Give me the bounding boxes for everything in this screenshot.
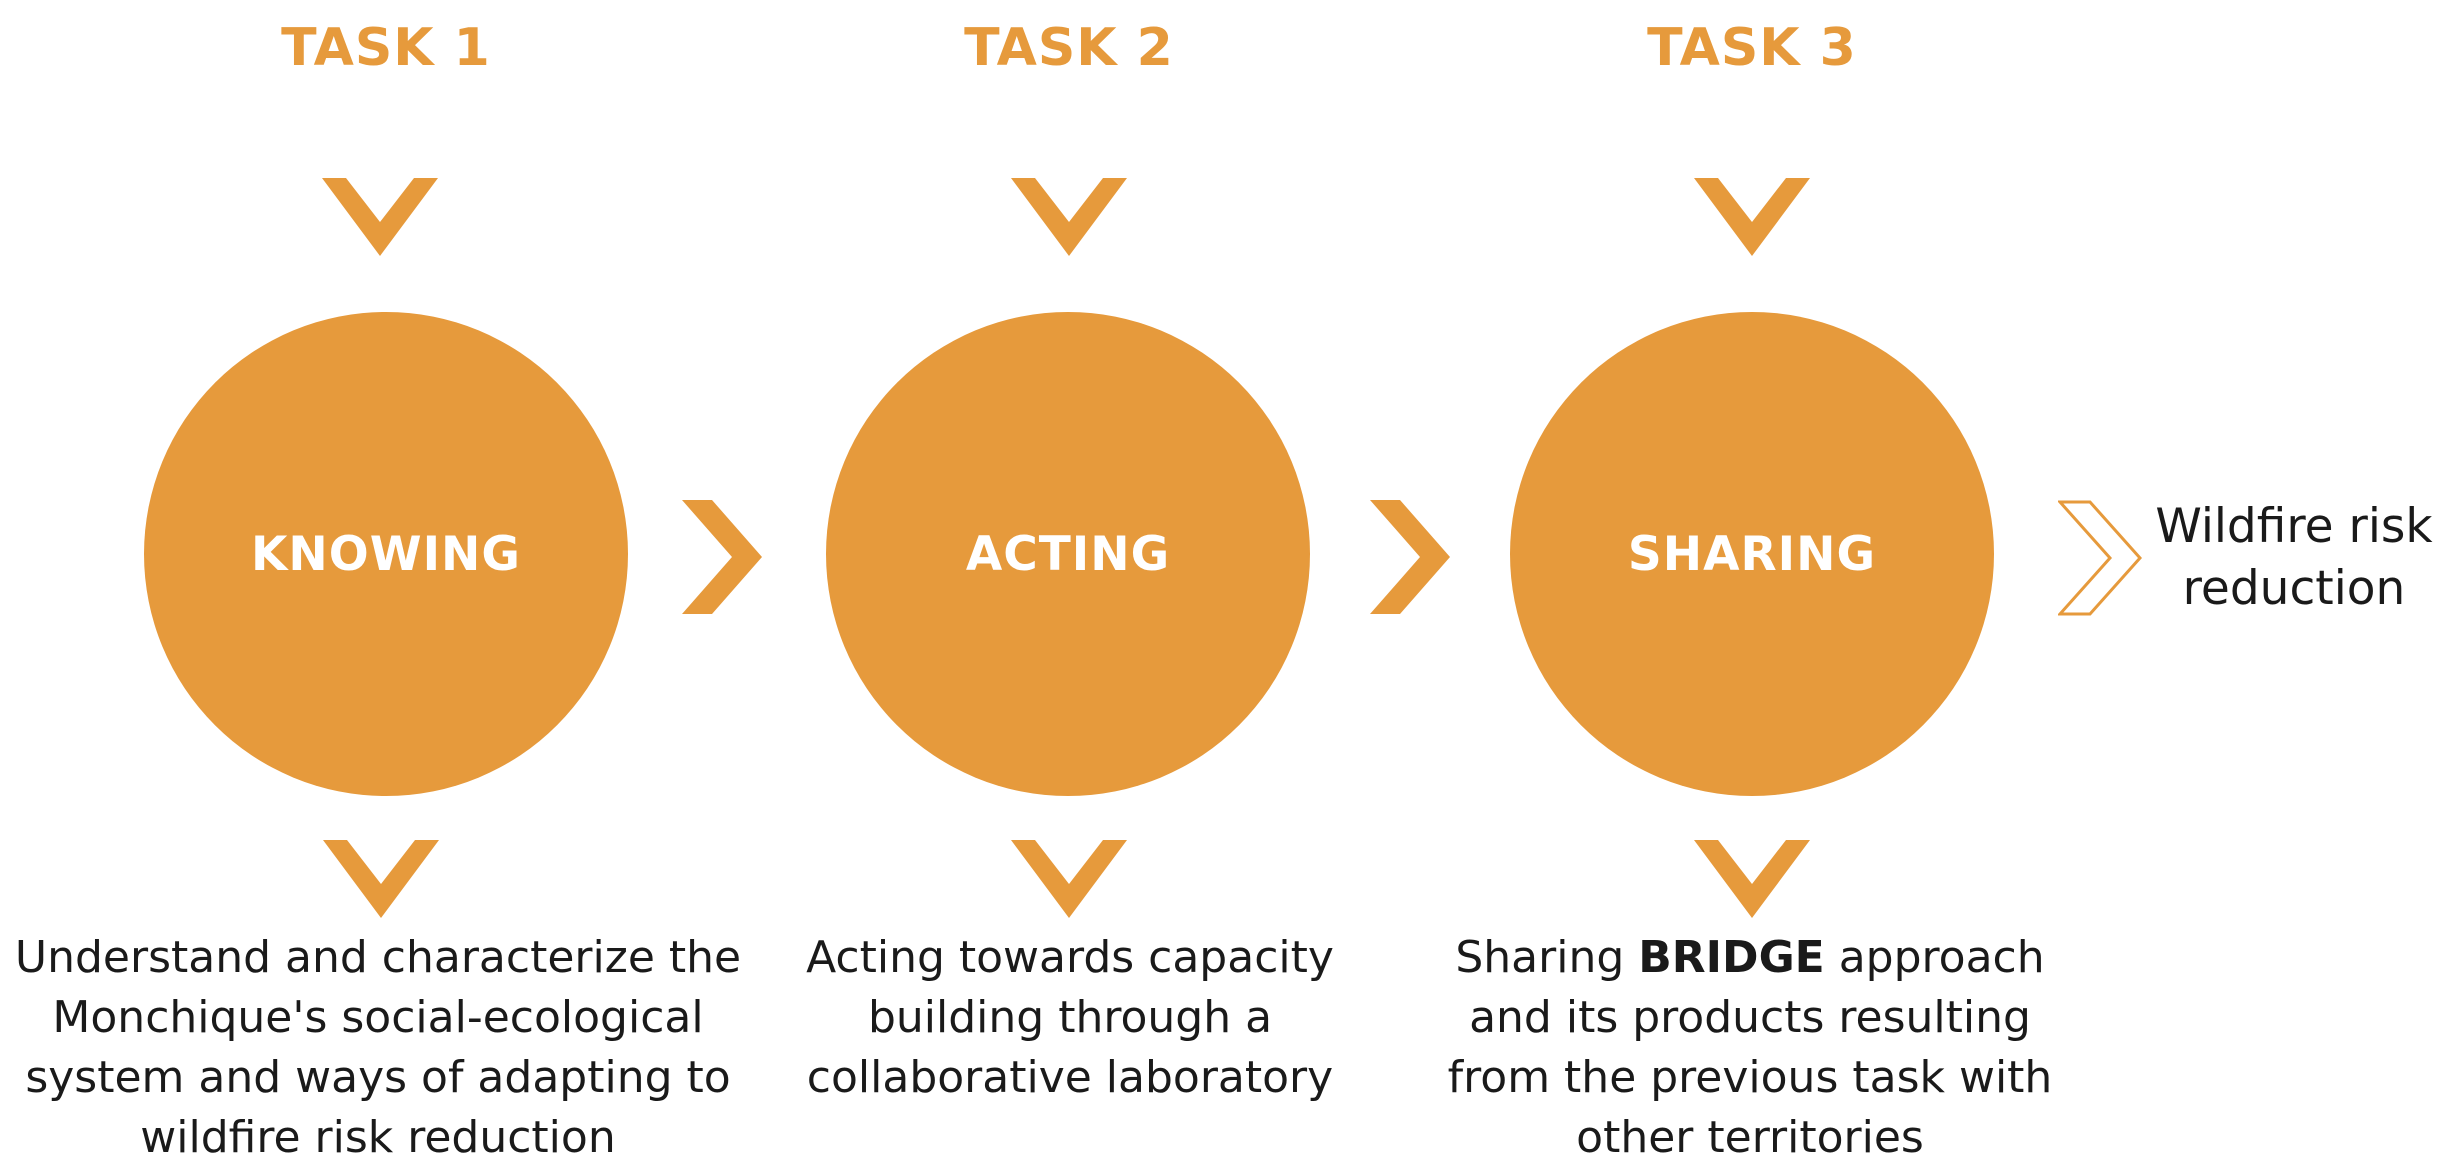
task-2-title: TASK 2	[964, 18, 1174, 78]
task-3-description-suffix: approach and its products resulting from…	[1447, 932, 2053, 1163]
task-1-title: TASK 1	[281, 18, 491, 78]
knowing-circle: KNOWING	[144, 312, 628, 796]
acting-label: ACTING	[965, 526, 1171, 582]
task-3-title: TASK 3	[1647, 18, 1857, 78]
sharing-circle: SHARING	[1510, 312, 1994, 796]
task-3-description: Sharing BRIDGE approach and its products…	[1440, 928, 2060, 1168]
chevron-down-icon	[323, 840, 439, 918]
chevron-down-icon	[1011, 178, 1127, 256]
task-3-description-prefix: Sharing	[1455, 932, 1639, 983]
acting-circle: ACTING	[826, 312, 1310, 796]
chevron-right-icon	[1370, 500, 1450, 614]
task-2-description: Acting towards capacity building through…	[806, 932, 1334, 1103]
chevron-down-icon	[1694, 178, 1810, 256]
outcome-label: Wildfire risk reduction	[2155, 499, 2433, 616]
knowing-label: KNOWING	[251, 526, 521, 582]
chevron-down-icon	[1011, 840, 1127, 918]
chevron-right-icon	[682, 500, 762, 614]
sharing-label: SHARING	[1627, 526, 1877, 582]
task-1-description: Understand and characterize the Monchiqu…	[14, 932, 742, 1163]
chevron-right-outline-icon	[2058, 500, 2142, 616]
chevron-down-icon	[322, 178, 438, 256]
bridge-emphasis: BRIDGE	[1638, 932, 1825, 983]
chevron-down-icon	[1694, 840, 1810, 918]
